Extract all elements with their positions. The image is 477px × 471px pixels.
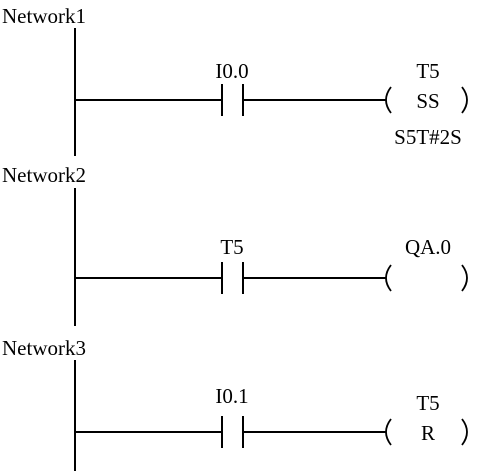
network-3-coil-instruction: R [421, 421, 435, 445]
network-3-contact [221, 416, 244, 448]
network-3-coil [385, 418, 468, 446]
network-1-coil-instruction: SS [416, 89, 439, 113]
network-3: Network3 I0.1 T5 R [2, 336, 468, 471]
network-2-coil-operand: QA.0 [405, 235, 451, 259]
network-3-coil-operand: T5 [416, 391, 439, 415]
network-2-coil-right-paren [461, 264, 468, 292]
network-2: Network2 T5 QA.0 [2, 163, 468, 326]
network-1-contact [221, 84, 244, 116]
network-1-coil-left-paren [385, 86, 392, 114]
network-2-title: Network2 [2, 163, 86, 187]
network-1-title: Network1 [2, 4, 86, 28]
network-2-coil [385, 264, 468, 292]
network-2-coil-left-paren [385, 264, 392, 292]
network-1-coil-parameter: S5T#2S [394, 125, 462, 149]
network-1-contact-address: I0.0 [215, 59, 248, 83]
network-1-coil-operand: T5 [416, 59, 439, 83]
network-3-coil-right-paren [461, 418, 468, 446]
network-3-coil-left-paren [385, 418, 392, 446]
network-2-contact [221, 262, 244, 294]
network-1: Network1 I0.0 T5 SS S5T#2S [2, 4, 468, 156]
network-1-coil [385, 86, 468, 114]
network-3-title: Network3 [2, 336, 86, 360]
network-2-contact-address: T5 [220, 235, 243, 259]
network-1-coil-right-paren [461, 86, 468, 114]
network-3-contact-address: I0.1 [215, 384, 248, 408]
